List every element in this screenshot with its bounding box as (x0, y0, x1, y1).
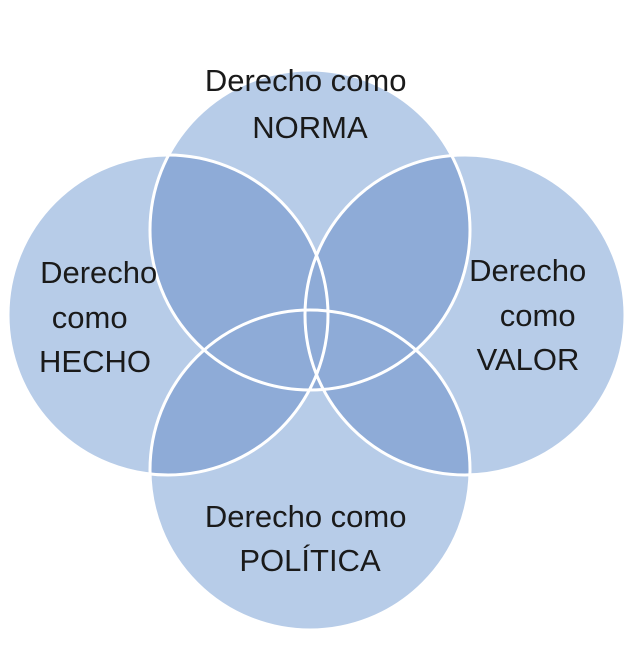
outline-hecho (6, 153, 330, 477)
outline-politica (148, 308, 472, 632)
label-hecho: Derecho como HECHO (39, 255, 166, 379)
label-norma: Derecho como NORMA (205, 63, 415, 145)
outline-valor (303, 153, 624, 477)
label-politica: Derecho como POLÍTICA (205, 499, 415, 578)
label-valor: Derecho como VALOR (469, 253, 595, 377)
